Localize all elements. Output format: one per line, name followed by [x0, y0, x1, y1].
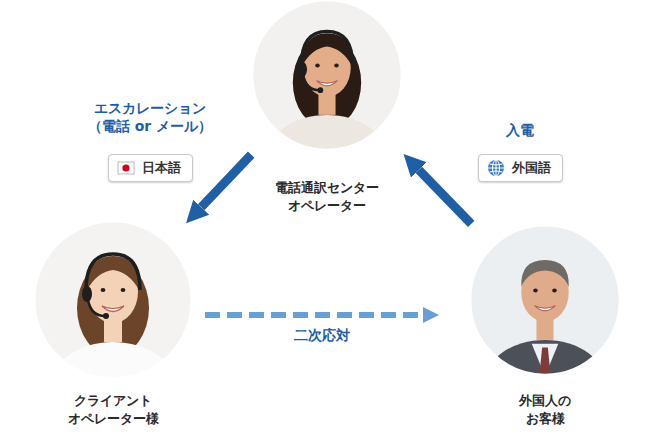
eye — [101, 288, 106, 292]
flag-sun — [122, 164, 129, 171]
headset-mic-tip — [103, 313, 109, 319]
smile — [535, 306, 556, 311]
photo-edge — [252, 0, 402, 150]
headset-band — [86, 254, 140, 290]
eye — [533, 289, 538, 293]
hair — [521, 260, 569, 287]
tie — [539, 348, 550, 377]
body — [49, 342, 177, 380]
person-caption: クライアント オペレーター様 — [61, 392, 165, 427]
headset-mic — [88, 300, 105, 316]
language-badge: 外国語 — [478, 154, 563, 182]
globe-lines — [488, 160, 504, 176]
eye — [552, 289, 557, 293]
person-caption: 外国人の お客様 — [507, 392, 583, 427]
photo-edge — [470, 225, 620, 375]
person-node: クライアント オペレーター様 — [33, 220, 193, 427]
headset-band — [301, 31, 352, 65]
headset-ear — [82, 286, 92, 302]
smile — [102, 306, 124, 312]
flag-field — [118, 162, 134, 174]
shirt-collar — [532, 344, 559, 376]
headset-mic — [303, 75, 319, 90]
language-badge: 日本語 — [108, 154, 193, 182]
edge-label: 入電 — [480, 121, 560, 139]
photo-edge — [34, 221, 192, 379]
flow-arrow — [201, 155, 251, 208]
person-photo — [469, 224, 621, 376]
edge-label: 二次応対 — [272, 326, 372, 344]
person-photo — [33, 220, 193, 380]
edge-label: エスカレーション （電話 or メール） — [80, 99, 220, 135]
person-node: 外国人の お客様 — [469, 224, 621, 427]
globe-icon — [487, 159, 505, 177]
eye — [121, 288, 126, 292]
japan-flag-icon — [117, 159, 135, 177]
badge-text: 日本語 — [142, 159, 181, 177]
photo-background — [469, 224, 621, 376]
globe-disc — [488, 160, 504, 176]
dashed-arrow — [205, 312, 423, 318]
eye — [315, 64, 320, 68]
body — [484, 340, 606, 376]
person-node: 電話通訳センター オペレーター — [251, 0, 403, 214]
flow-arrow — [419, 170, 471, 224]
headset-mic-tip — [318, 87, 324, 93]
headset-ear — [298, 62, 308, 77]
person-photo — [251, 0, 403, 151]
smile — [317, 81, 338, 86]
eye — [334, 64, 339, 68]
body — [266, 115, 388, 151]
badge-text: 外国語 — [512, 159, 551, 177]
person-caption: 電話通訳センター オペレーター — [265, 179, 389, 214]
